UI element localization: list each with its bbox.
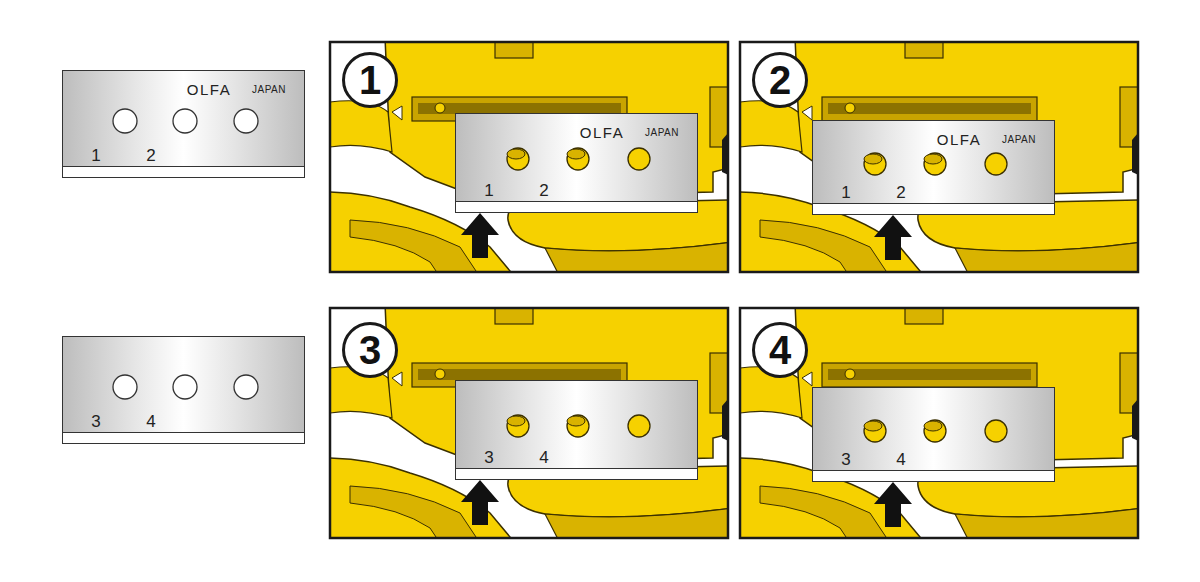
- blade-edge: [63, 166, 304, 177]
- insert-arrow: [461, 213, 499, 258]
- blade-number: 2: [539, 182, 548, 199]
- blade-edge: [813, 470, 1054, 481]
- blade-edge: [456, 468, 697, 479]
- blade-number: 3: [484, 449, 493, 466]
- brand-mark: OLFA: [187, 82, 231, 97]
- insert-arrow: [874, 482, 912, 527]
- brand-mark: JAPAN: [1002, 135, 1036, 145]
- blade-edge: [63, 432, 304, 443]
- blade-number: 3: [91, 413, 100, 430]
- blade-edge: [456, 201, 697, 212]
- insert-arrow: [874, 215, 912, 260]
- step-badge: 4: [752, 322, 808, 378]
- panel-frame: [330, 42, 728, 272]
- blade-number: 1: [91, 147, 100, 164]
- blade-number: 2: [896, 184, 905, 201]
- blade-sample: OLFA JAPAN 1 2: [62, 70, 305, 178]
- insert-arrow: [461, 480, 499, 525]
- step-badge: 3: [342, 322, 398, 378]
- brand-mark: OLFA: [580, 125, 624, 140]
- step-number: 1: [359, 60, 381, 100]
- blade-installed: OLFA JAPAN 1 2: [455, 113, 698, 213]
- cutter-panel: [735, 37, 1145, 277]
- brand-mark: JAPAN: [645, 128, 679, 138]
- blade-holes: [813, 388, 1056, 483]
- blade-installed: 34: [455, 380, 698, 480]
- panel-frame: [740, 42, 1138, 272]
- step-badge: 1: [342, 52, 398, 108]
- step-number: 3: [359, 330, 381, 370]
- panel-frame: [740, 308, 1138, 538]
- blade-number: 1: [841, 184, 850, 201]
- blade-number: 4: [539, 449, 548, 466]
- blade-number: 1: [484, 182, 493, 199]
- step-number: 4: [769, 330, 791, 370]
- blade-installed: OLFA JAPAN 1 2: [812, 120, 1055, 215]
- cutter-panel: [325, 37, 735, 277]
- step-number: 2: [769, 60, 791, 100]
- cutter-panel: [735, 303, 1145, 543]
- brand-mark: JAPAN: [252, 85, 286, 95]
- blade-edge: [813, 203, 1054, 214]
- blade-installed: 34: [812, 387, 1055, 482]
- cutter-panel: [325, 303, 735, 543]
- brand-mark: OLFA: [937, 132, 981, 147]
- step-badge: 2: [752, 52, 808, 108]
- blade-number: 3: [841, 451, 850, 468]
- blade-number: 2: [146, 147, 155, 164]
- panel-frame: [330, 308, 728, 538]
- blade-holes: [456, 381, 699, 481]
- blade-number: 4: [896, 451, 905, 468]
- blade-sample: 34: [62, 336, 305, 444]
- blade-number: 4: [146, 413, 155, 430]
